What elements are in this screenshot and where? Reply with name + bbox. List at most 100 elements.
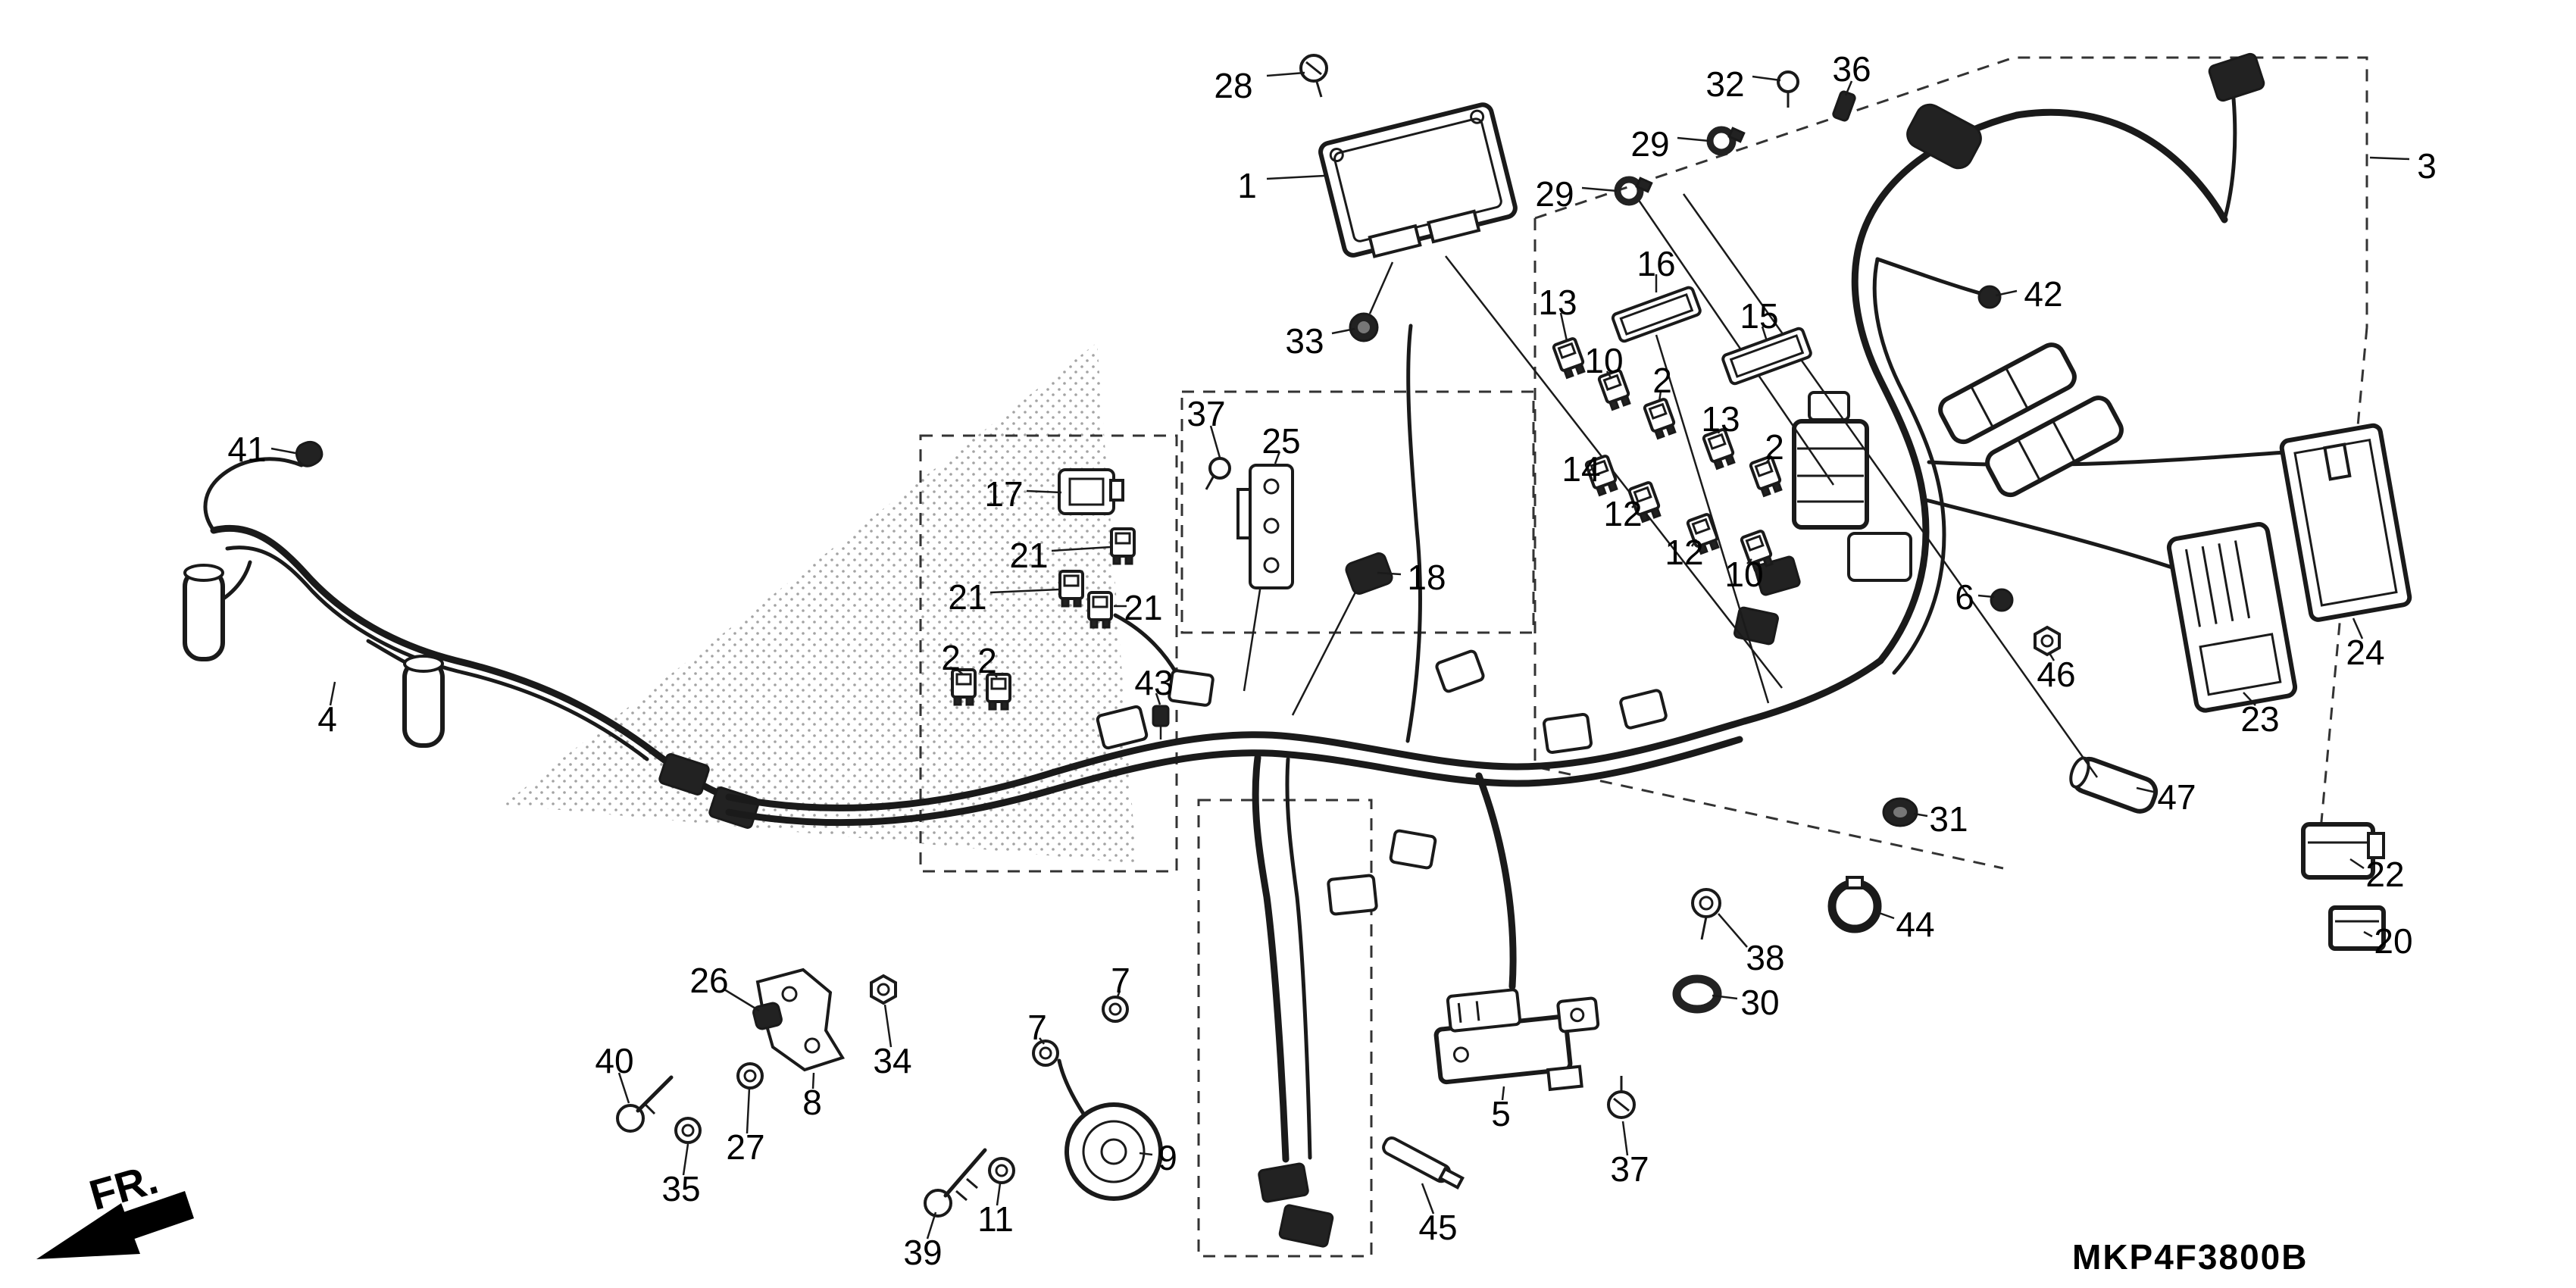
callout-leader-line — [811, 1072, 815, 1089]
callout-leader-line — [1026, 489, 1062, 494]
callout-leader-line — [1115, 990, 1121, 999]
callout-leader-line — [2048, 652, 2055, 661]
clamp-42 — [1977, 285, 2002, 309]
washer-35 — [674, 1117, 702, 1144]
canister-right — [402, 658, 445, 748]
bolt-40 — [616, 1075, 674, 1133]
callout-leader-line — [1690, 539, 1698, 547]
part-number-label: 45 — [1418, 1208, 1457, 1247]
part-number-label: 7 — [1027, 1008, 1047, 1047]
callout-leader-line — [1581, 186, 1618, 192]
part-number-label: 21 — [1124, 588, 1162, 627]
callout-leader-line — [2369, 156, 2410, 161]
connector-stack — [1733, 391, 1912, 646]
canister-right-cap — [403, 655, 444, 673]
part-number-label: 41 — [227, 430, 266, 469]
callout-leader-line — [926, 1211, 937, 1240]
callout-leader-line — [1039, 1037, 1045, 1045]
bracket-25 — [1236, 464, 1294, 589]
washer-11 — [988, 1157, 1015, 1184]
collar-27 — [736, 1062, 764, 1089]
part-number-label: 34 — [873, 1041, 911, 1080]
grommet-31 — [1882, 797, 1918, 827]
part-number-label: 40 — [595, 1041, 633, 1080]
part-number-label: 36 — [1832, 49, 1871, 89]
part-number-label: 21 — [1009, 536, 1048, 575]
callout-leader-line — [996, 1183, 1002, 1206]
relay-20 — [2328, 905, 2386, 951]
part-number-label: 43 — [1134, 663, 1173, 702]
subwire-group-box — [1197, 799, 1373, 1258]
part-number-label: 27 — [726, 1127, 764, 1167]
bolt-38 — [1691, 888, 1721, 940]
part-number-label: 20 — [2374, 921, 2412, 961]
part-number-label: 46 — [2037, 655, 2075, 694]
part-number-label: 9 — [1158, 1138, 1177, 1177]
part-number-label: 8 — [802, 1083, 822, 1122]
part-number-label: 25 — [1261, 421, 1300, 461]
part-number-label: 13 — [1701, 399, 1740, 439]
main-harness — [725, 324, 1884, 1163]
callout-leader-line — [1588, 468, 1593, 472]
washer-7a — [1102, 996, 1129, 1023]
part-number-label: 28 — [1214, 66, 1252, 105]
callout-leader-line — [1977, 594, 1995, 599]
part-number-label: 39 — [903, 1233, 942, 1272]
part-number-label: 32 — [1705, 64, 1744, 104]
callout-leader-line — [329, 681, 336, 706]
part-number-label: 10 — [1724, 555, 1763, 594]
callout-leader-line — [1605, 370, 1613, 380]
clip-41 — [295, 441, 324, 467]
callout-leader-line — [746, 1087, 751, 1134]
coil-b — [1985, 395, 2124, 498]
bolt-37a — [1205, 457, 1231, 490]
coil-47 — [2069, 756, 2159, 814]
callout-leader-line — [1844, 80, 1853, 96]
part-number-label: 14 — [1562, 449, 1600, 489]
callout-leader-line — [1331, 327, 1355, 335]
callout-leader-line — [1274, 451, 1281, 464]
part-number-label: 29 — [1630, 124, 1669, 164]
part-number-label: 2 — [941, 638, 961, 677]
nut-46 — [2034, 625, 2061, 657]
clip-6 — [1990, 588, 2014, 612]
part-number-label: 29 — [1535, 174, 1574, 214]
callout-leader-line — [1051, 546, 1111, 552]
ecu-24 — [2279, 423, 2412, 622]
part-number-label: 15 — [1740, 296, 1778, 336]
part-number-label: 17 — [984, 474, 1023, 514]
callout-leader-line — [1872, 909, 1895, 920]
callout-leader-line — [955, 667, 964, 675]
fuse-box-16 — [1611, 286, 1702, 343]
part-number-label: 5 — [1491, 1094, 1511, 1133]
grommet-30 — [1672, 974, 1722, 1014]
part-number-label: 47 — [2157, 777, 2196, 817]
diagram-code: MKP4F3800B — [2072, 1237, 2309, 1277]
grommet-33 — [1349, 261, 1394, 342]
callout-leader-line — [2352, 617, 2364, 639]
screw-37b — [1607, 1076, 1636, 1119]
callout-leader-line — [989, 588, 1061, 594]
fuse-box-15 — [1721, 327, 1812, 386]
callout-leader-line — [682, 1143, 689, 1176]
bracket-8-group — [616, 968, 897, 1144]
part-number-label: 4 — [317, 699, 337, 739]
part-number-label: 16 — [1637, 244, 1675, 283]
clip-43 — [1152, 705, 1170, 739]
callout-leader-line — [1631, 501, 1639, 508]
part-number-label: 6 — [1955, 577, 1974, 617]
trunk-connectors — [1096, 649, 1668, 1248]
connector-top-right — [2208, 52, 2265, 102]
terminal-45 — [1382, 1136, 1465, 1190]
part-number-label: 10 — [1584, 341, 1623, 380]
part-number-label: 44 — [1896, 905, 1934, 944]
callout-leader-line — [1266, 71, 1305, 77]
callout-leader-line — [270, 447, 296, 455]
callout-leader-line — [1677, 136, 1710, 142]
callout-leader-line — [1155, 692, 1161, 705]
canister-left — [183, 567, 225, 661]
part-number-label: 31 — [1929, 799, 1968, 839]
